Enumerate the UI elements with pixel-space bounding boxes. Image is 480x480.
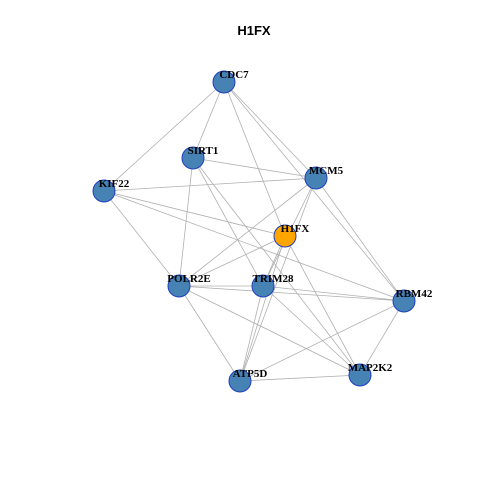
edge-kif22-mcm5	[103, 177, 317, 192]
node-label-h1fx: H1FX	[281, 223, 310, 235]
node-kif22	[92, 179, 116, 203]
node-label-rbm42: RBM42	[396, 288, 433, 300]
edge-kif22-polr2e	[103, 190, 180, 287]
edge-mcm5-atp5d	[239, 177, 317, 382]
edge-trim28-atp5d	[239, 285, 264, 382]
edge-polr2e-map2k2	[178, 285, 361, 376]
edge-polr2e-atp5d	[178, 285, 241, 382]
edge-rbm42-atp5d	[239, 300, 405, 382]
edge-sirt1-mcm5	[192, 157, 317, 179]
edge-rbm42-map2k2	[359, 300, 405, 376]
node-label-sirt1: SIRT1	[188, 145, 219, 157]
plot-title: H1FX	[237, 23, 271, 38]
edge-trim28-rbm42	[262, 285, 405, 302]
node-label-map2k2: MAP2K2	[348, 362, 393, 374]
node-label-mcm5: MCM5	[309, 165, 344, 177]
node-label-polr2e: POLR2E	[167, 273, 210, 285]
node-map2k2	[348, 363, 372, 387]
node-rbm42	[392, 289, 416, 313]
edge-mcm5-polr2e	[178, 177, 317, 287]
node-mcm5	[304, 166, 328, 190]
edge-h1fx-map2k2	[284, 235, 361, 376]
node-atp5d	[228, 369, 252, 393]
edge-mcm5-rbm42	[315, 177, 405, 302]
edge-cdc7-sirt1	[192, 81, 225, 159]
edge-cdc7-rbm42	[223, 81, 405, 302]
node-h1fx	[273, 224, 297, 248]
edge-cdc7-kif22	[103, 81, 225, 192]
edge-trim28-map2k2	[262, 285, 361, 376]
node-polr2e	[167, 274, 191, 298]
node-label-cdc7: CDC7	[219, 69, 249, 81]
edge-sirt1-map2k2	[192, 157, 361, 376]
edge-atp5d-map2k2	[239, 374, 361, 382]
edge-sirt1-polr2e	[178, 157, 194, 287]
edge-kif22-rbm42	[103, 190, 405, 302]
node-label-kif22: KIF22	[99, 178, 130, 190]
edge-h1fx-polr2e	[178, 235, 286, 287]
node-layer	[92, 70, 416, 393]
edge-kif22-h1fx	[103, 190, 286, 237]
edge-polr2e-rbm42	[178, 285, 405, 302]
node-label-trim28: TRIM28	[253, 273, 294, 285]
edge-cdc7-mcm5	[223, 81, 317, 179]
node-trim28	[251, 274, 275, 298]
node-sirt1	[181, 146, 205, 170]
node-label-atp5d: ATP5D	[233, 368, 268, 380]
edge-h1fx-atp5d	[239, 235, 286, 382]
node-cdc7	[212, 70, 236, 94]
